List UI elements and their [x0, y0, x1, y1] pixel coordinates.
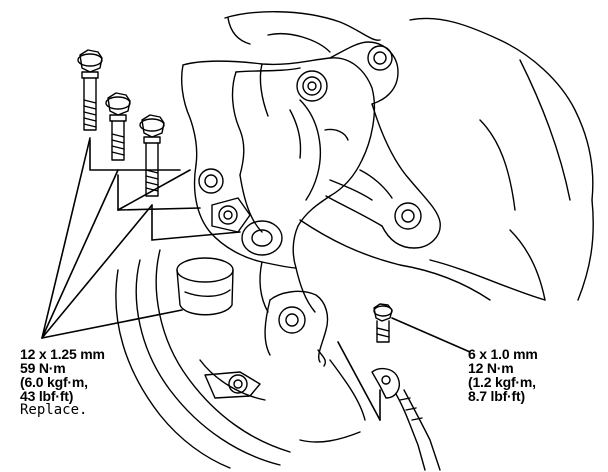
- left-replace-note: Replace.: [20, 402, 88, 418]
- left-bolt-spec: 12 x 1.25 mm 59 N·m (6.0 kgf·m, 43 lbf·f…: [20, 347, 105, 417]
- bolt-small-right: [373, 303, 393, 343]
- ground-cable: [371, 367, 441, 471]
- bolt-medium: [105, 92, 131, 161]
- transmission-housing: [115, 249, 366, 469]
- right-torque-nm: 12 N·m: [468, 360, 514, 376]
- bracket-hole-1: [198, 168, 224, 194]
- right-torque-kgf: (1.2 kgf·m,: [468, 374, 536, 390]
- leader-lines-left: [41, 137, 241, 339]
- left-torque-kgf: (6.0 kgf·m,: [20, 374, 88, 390]
- mount-bracket: [181, 57, 376, 313]
- bracket-hole-3: [241, 220, 283, 256]
- arm-nut-upper: [367, 45, 393, 71]
- mount-boss: [176, 257, 234, 316]
- bracket-hole-2: [211, 197, 251, 233]
- arm-nut-lower: [394, 202, 422, 230]
- mount-arm: [325, 41, 441, 249]
- leader-lines-right: [337, 317, 471, 421]
- left-torque-nm: 59 N·m: [20, 360, 66, 376]
- right-bolt-spec: 6 x 1.0 mm 12 N·m (1.2 kgf·m, 8.7 lbf·ft…: [468, 347, 538, 403]
- left-bolt-size: 12 x 1.25 mm: [20, 346, 105, 362]
- bolt-short: [139, 114, 165, 197]
- right-bolt-size: 6 x 1.0 mm: [468, 346, 538, 362]
- right-torque-lbf: 8.7 lbf·ft): [468, 388, 525, 404]
- engine-block-outline: [224, 11, 594, 301]
- bolt-long-left: [77, 49, 103, 131]
- ground-cable-bracket: [264, 290, 329, 367]
- bracket-nut-top: [296, 70, 328, 102]
- left-torque-lbf: 43 lbf·ft): [20, 388, 74, 404]
